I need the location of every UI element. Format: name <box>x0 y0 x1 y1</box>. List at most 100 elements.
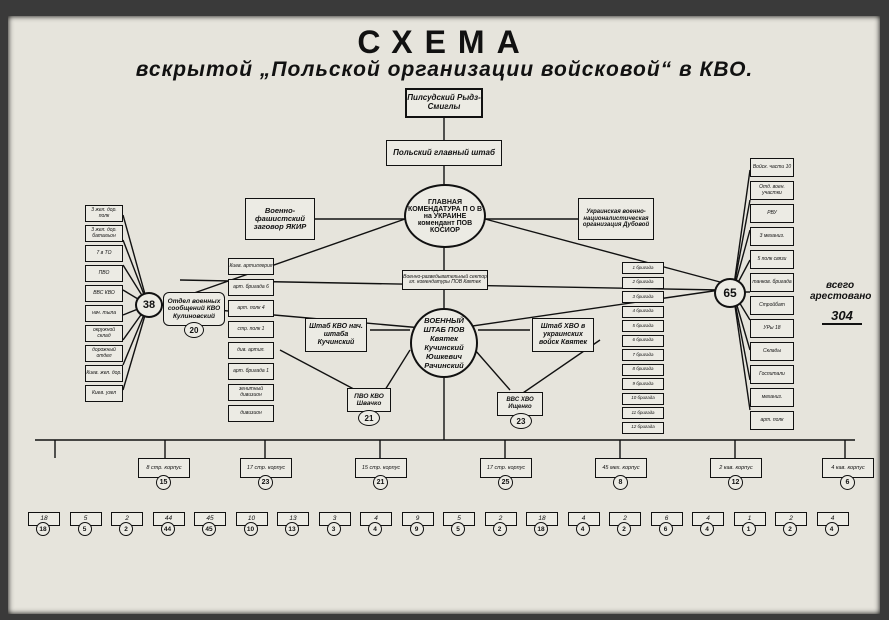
pvo-kvo-count: 21 <box>358 410 380 426</box>
hvo-staff-box: Штаб ХВО в украинских войск Квятек <box>532 318 594 352</box>
kvo-staff-text: Штаб КВО нач. штаба Кучинский <box>309 323 363 346</box>
left-total-text: 38 <box>142 299 156 311</box>
corps-count: 6 <box>840 475 855 490</box>
right-list-item: УРы 18 <box>750 319 794 338</box>
right-list-item: 3 механиз. <box>750 227 794 246</box>
ukr-org-text: Украинская военно-националистическая орг… <box>582 209 650 229</box>
comm-dept-count-text: 20 <box>189 325 199 335</box>
division-count: 6 <box>658 522 673 536</box>
vvs-count-text: 23 <box>516 416 526 426</box>
sector-box: Военно-разведывательный сектор гл. комен… <box>402 270 488 290</box>
right-list-item: 5 полк связи <box>750 250 794 269</box>
left-list-item: Киев. узел <box>85 385 123 402</box>
left-list-item: окружной склад <box>85 325 123 342</box>
mid-left-list-item: арт. полк 4 <box>228 300 274 317</box>
mid-right-list-item: 1 бригада <box>622 262 664 274</box>
corps-count: 12 <box>728 475 743 490</box>
mid-right-list-item: 8 бригада <box>622 363 664 376</box>
left-list-item: ВВС КВО <box>85 285 123 302</box>
mid-right-list-item: 11 бригада <box>622 407 664 419</box>
total-arrested-text: всего арестовано <box>810 280 872 302</box>
division-count: 2 <box>492 522 507 536</box>
ukr-org-box: Украинская военно-националистическая орг… <box>578 198 654 240</box>
hvo-staff-text: Штаб ХВО в украинских войск Квятек <box>538 323 588 346</box>
division-count: 2 <box>783 522 797 536</box>
mid-right-list-item: 4 бригада <box>622 305 664 318</box>
mid-right-list-item: 10 бригада <box>622 392 664 405</box>
corps-count: 25 <box>498 475 513 490</box>
division-count: 4 <box>575 522 590 536</box>
vvs-text: ВВС ХВО Ищенко <box>506 397 534 410</box>
total-arrested-label: всего арестовано <box>810 280 872 302</box>
division-box: 44 <box>152 512 185 526</box>
mid-right-list-item: 6 бригада <box>622 334 664 347</box>
pvo-kvo-text: ПВО КВО Швачко <box>354 392 384 407</box>
corps-count: 15 <box>156 475 171 490</box>
mid-left-list-item: зенитный дивизион <box>228 384 274 401</box>
division-count: 13 <box>285 522 299 536</box>
right-list-item: Госпитали <box>750 365 794 384</box>
division-count: 4 <box>700 522 714 536</box>
pvo-kvo-box: ПВО КВО Швачко <box>347 388 391 412</box>
right-total-circle: 65 <box>714 278 746 308</box>
right-list-item: танков. бригада <box>750 273 794 292</box>
pvo-kvo-count-text: 21 <box>364 413 374 423</box>
polish-staff-box: Польский главный штаб <box>386 140 502 166</box>
mid-left-list-item: Киев. артиллерия <box>228 258 274 275</box>
right-list-item: Стройбат <box>750 296 794 315</box>
corps-box: 17 стр. корпус <box>480 458 532 478</box>
division-count: 2 <box>617 522 631 536</box>
comm-dept-count: 20 <box>184 322 204 338</box>
division-count: 2 <box>119 522 133 536</box>
fascist-plot-box: Военно-фашистский заговор ЯКИР <box>245 198 315 240</box>
division-count: 18 <box>534 522 548 536</box>
division-box: 10 <box>235 512 268 526</box>
polish-staff-text: Польский главный штаб <box>393 147 495 157</box>
division-count: 4 <box>824 522 839 536</box>
mid-right-list-item: 2 бригада <box>622 276 664 289</box>
mid-left-list-item: дивизион <box>228 405 274 422</box>
right-list-item: Склады <box>750 342 794 361</box>
corps-count: 8 <box>613 475 628 490</box>
left-list-item: ПВО <box>85 265 123 282</box>
division-count: 18 <box>36 522 50 536</box>
vvs-count: 23 <box>510 413 532 429</box>
sector-text: Военно-разведывательный сектор гл. комен… <box>403 273 487 285</box>
right-list-item: Отд. воен. участки <box>750 181 794 200</box>
total-arrested-number: 304 <box>822 308 862 325</box>
fascist-plot-text: Военно-фашистский заговор ЯКИР <box>253 205 307 232</box>
mid-right-list-item: 9 бригада <box>622 378 664 390</box>
mid-left-list-item: див. артил. <box>228 342 274 359</box>
left-total-circle: 38 <box>135 292 163 318</box>
comm-dept-text: Отдел военных сообщений КВО Кулиновский <box>167 298 221 320</box>
corps-count: 21 <box>373 475 388 490</box>
military-staff-circle: ВОЕННЫЙ ШТАБ ПОВ Квятек Кучинский Юшкеви… <box>410 308 478 378</box>
division-count: 10 <box>243 522 258 536</box>
comm-dept-box: Отдел военных сообщений КВО Кулиновский <box>163 292 225 326</box>
mid-right-list-item: 3 бригада <box>622 291 664 303</box>
division-count: 45 <box>202 522 216 536</box>
pilsudski-box: Пилсудский Рыдз-Смиглы <box>405 88 483 118</box>
left-list-item: дорожный отдел <box>85 345 123 362</box>
diagram-title: СХЕМА <box>357 24 532 60</box>
left-list-item: 3 жел. дор. полк <box>85 205 123 222</box>
main-command-text: ГЛАВНАЯ КОМЕНДАТУРА П О В на УКРАИНЕ ком… <box>407 198 483 234</box>
mid-right-list-item: 5 бригада <box>622 320 664 332</box>
kvo-staff-box: Штаб КВО нач. штаба Кучинский <box>305 318 367 352</box>
mid-left-list-item: стр. полк 1 <box>228 321 274 338</box>
mid-right-list-item: 7 бригада <box>622 349 664 361</box>
mid-right-list-item: 12 бригада <box>622 421 664 434</box>
division-count: 4 <box>368 522 382 536</box>
division-count: 44 <box>160 522 175 536</box>
division-count: 9 <box>409 522 424 536</box>
division-count: 5 <box>77 522 92 536</box>
division-count: 3 <box>326 522 341 536</box>
right-list-item: РВУ <box>750 204 794 223</box>
left-list-item: 3 жел. дор. батальон <box>85 225 123 242</box>
main-command-circle: ГЛАВНАЯ КОМЕНДАТУРА П О В на УКРАИНЕ ком… <box>404 184 486 248</box>
mid-left-list-item: арт. бригада 1 <box>228 363 274 380</box>
division-count: 1 <box>741 522 756 536</box>
division-count: 5 <box>451 522 465 536</box>
military-staff-text: ВОЕННЫЙ ШТАБ ПОВ Квятек Кучинский Юшкеви… <box>423 316 465 370</box>
right-list-item: арт. полк <box>750 411 794 430</box>
